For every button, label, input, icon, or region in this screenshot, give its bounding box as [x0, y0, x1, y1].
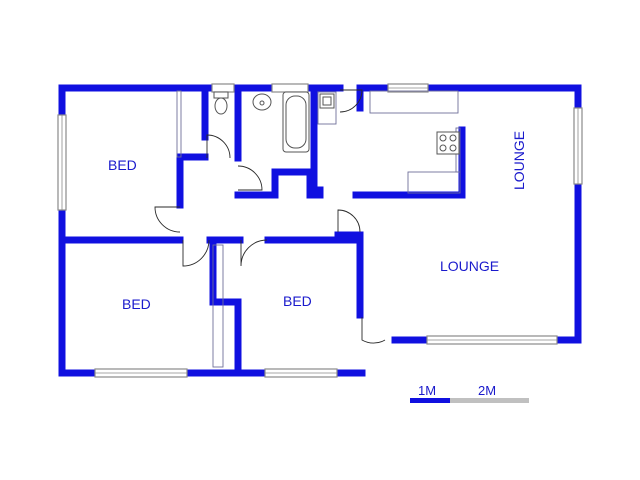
wall-bed2-bed3 — [209, 236, 242, 377]
door-toilet — [206, 134, 231, 159]
room-labels: BED BED BED LOUNGE LOUNGE — [108, 131, 527, 312]
room-label-lounge-vertical: LOUNGE — [511, 131, 527, 190]
sink-icon — [319, 93, 335, 109]
door-lounge-bottom — [361, 317, 386, 344]
window-toilet — [211, 83, 235, 93]
fixtures — [213, 91, 460, 155]
outer-wall-right — [358, 84, 582, 344]
window-bed2-bottom — [94, 368, 188, 378]
room-label-bed-bottom-left: BED — [122, 296, 151, 312]
wall-kitchen — [352, 126, 466, 199]
window-bed3-bottom — [264, 368, 338, 378]
room-label-lounge: LOUNGE — [440, 258, 499, 274]
partitions — [176, 90, 461, 368]
window-lounge-right — [573, 107, 583, 185]
kitchen-counter-bottom — [407, 171, 461, 194]
kitchen-counter-top — [369, 90, 459, 114]
scale-segment-2m — [450, 398, 529, 403]
window-bed1-left — [57, 114, 67, 211]
scale-label-1m: 1M — [418, 383, 436, 398]
bathtub-icon — [282, 91, 310, 153]
toilet-icon — [213, 91, 229, 115]
bed1-cupboard — [176, 90, 182, 158]
wall-bath-bottom — [234, 168, 314, 199]
stove-icon — [436, 131, 460, 155]
room-label-bed-bottom-middle: BED — [283, 293, 312, 309]
windows — [57, 83, 583, 378]
room-label-bed-top-left: BED — [108, 157, 137, 173]
scale-segment-1m — [410, 398, 450, 403]
door-bed1 — [154, 206, 181, 233]
walls — [58, 84, 582, 377]
bath-cupboard — [317, 91, 337, 125]
bed2-cupboard — [212, 244, 224, 368]
scale-label-2m: 2M — [478, 383, 496, 398]
window-lounge-bottom — [426, 335, 558, 345]
scale-bar: 1M 2M — [410, 383, 529, 403]
doors — [154, 89, 386, 344]
door-bath — [237, 165, 263, 191]
door-hall — [337, 209, 361, 233]
basin-icon — [252, 93, 272, 111]
door-bed2 — [182, 239, 210, 267]
window-kitchen — [387, 83, 429, 93]
door-kitchen-top — [339, 89, 363, 113]
window-bath — [271, 83, 309, 93]
door-bed3 — [240, 239, 268, 267]
